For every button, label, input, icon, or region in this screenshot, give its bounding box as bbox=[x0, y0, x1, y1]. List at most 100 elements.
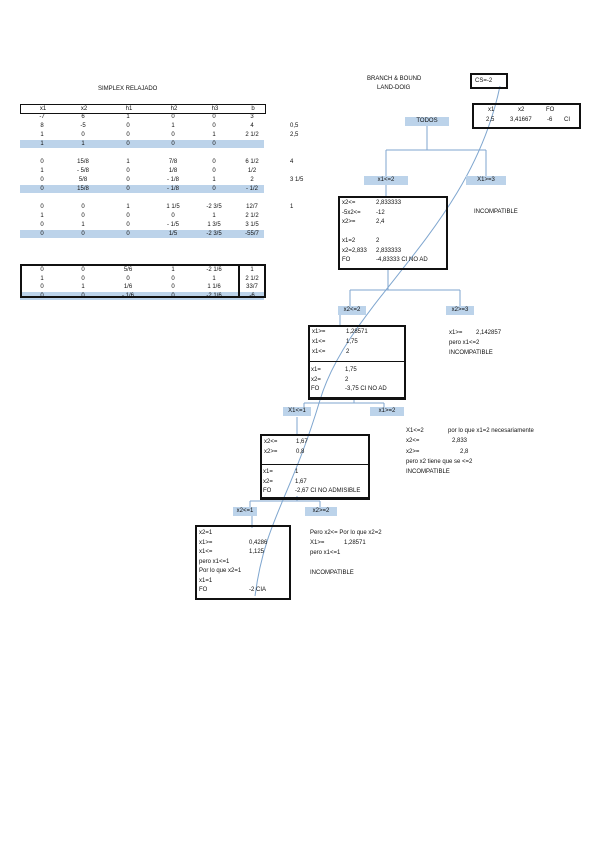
node-value: -12 bbox=[376, 209, 385, 216]
final-cell: 33/7 bbox=[246, 284, 258, 290]
tag-x2-le-2: x2<=2 bbox=[338, 306, 366, 315]
simplex-cell: 1/2 bbox=[247, 168, 257, 174]
note2-line1b: 2,142857 bbox=[476, 330, 502, 336]
simplex-cell: 0 bbox=[81, 204, 85, 210]
simplex-cell: - 1/8 bbox=[166, 186, 179, 192]
col-header-h3: h3 bbox=[211, 106, 219, 112]
root-value-x2: 3,41667 bbox=[510, 117, 532, 123]
col-header-x1: x1 bbox=[39, 106, 47, 112]
simplex-cell: 0 bbox=[126, 213, 130, 219]
simplex-cell: 1 bbox=[81, 222, 85, 228]
simplex-cell: 1 bbox=[40, 132, 44, 138]
simplex-cell: 1 1/5 bbox=[166, 204, 180, 210]
final-cell: 0 bbox=[171, 292, 175, 299]
simplex-cell: 0 bbox=[126, 168, 130, 174]
node-label: x1=1 bbox=[199, 577, 213, 584]
simplex-cell: 8 bbox=[40, 123, 44, 129]
simplex-cell: 1 bbox=[171, 123, 175, 129]
node-label: x2>= bbox=[342, 219, 356, 225]
simplex-cell: 6 1/2 bbox=[245, 159, 259, 165]
note3-line2b: 2,833 bbox=[452, 438, 468, 444]
final-cell: 0 bbox=[126, 275, 130, 282]
node-label: x2= bbox=[263, 478, 273, 485]
simplex-cell: 12/7 bbox=[246, 204, 258, 210]
col-header-h2: h2 bbox=[170, 106, 178, 112]
root-header-x2: x2 bbox=[518, 107, 525, 113]
node-label: -5x2<= bbox=[342, 209, 361, 216]
note3-line5: INCOMPATIBLE bbox=[406, 469, 450, 475]
root-header-fo: FO bbox=[546, 107, 555, 113]
simplex-cell: 0 bbox=[212, 168, 216, 174]
final-cell: 1 bbox=[212, 275, 216, 282]
final-cell: -6 bbox=[249, 292, 255, 299]
node-label: FO bbox=[199, 587, 208, 593]
simplex-cell: 0 bbox=[171, 213, 175, 219]
node-value: 2 bbox=[376, 238, 380, 244]
node-value: 2 bbox=[345, 376, 349, 383]
simplex-cell: 2 1/2 bbox=[245, 132, 259, 138]
note2-line3: INCOMPATIBLE bbox=[449, 350, 493, 356]
tag-x1-ge-2: x1>=2 bbox=[370, 407, 404, 416]
simplex-cell: 0 bbox=[81, 213, 85, 219]
simplex-cell: 0 bbox=[81, 231, 85, 237]
node-label: x2= bbox=[311, 376, 321, 383]
simplex-cell: 0 bbox=[212, 114, 216, 120]
ratio-value: 4 bbox=[290, 159, 294, 165]
node-label: x2<= bbox=[342, 200, 356, 206]
simplex-cell: 0 bbox=[212, 123, 216, 129]
simplex-cell: 5/8 bbox=[78, 177, 88, 183]
simplex-row bbox=[20, 194, 264, 202]
root-solution-box: x1 x2 FO 2,5 3,41667 -6 CI bbox=[472, 103, 581, 129]
simplex-cell: 0 bbox=[171, 132, 175, 138]
simplex-row bbox=[20, 149, 264, 157]
simplex-cell: -2 3/5 bbox=[206, 204, 222, 210]
simplex-cell: 4 bbox=[250, 123, 254, 129]
final-cell: 0 bbox=[81, 267, 85, 273]
note4-line3: pero x1<=1 bbox=[310, 550, 341, 556]
root-header-x1: x1 bbox=[488, 107, 495, 113]
simplex-cell: 0 bbox=[40, 177, 44, 183]
final-cell: 0 bbox=[40, 267, 44, 273]
node-value: 1,75 bbox=[346, 339, 358, 345]
simplex-cell: 1/5 bbox=[168, 231, 178, 237]
simplex-cell: -7 bbox=[39, 114, 45, 120]
simplex-cell: 1 bbox=[40, 213, 44, 219]
tag-x2-le-1: x2<=1 bbox=[233, 507, 257, 516]
simplex-cell: - 1/5 bbox=[166, 222, 179, 228]
tag-x2-ge-2: x2>=2 bbox=[305, 507, 337, 516]
node-label: pero x1<=1 bbox=[199, 558, 230, 565]
node-value: 1,67 bbox=[295, 478, 307, 485]
final-b-column-box bbox=[238, 264, 266, 298]
tag-x1-ge-3: X1>=3 bbox=[466, 176, 506, 185]
final-cell: 5/6 bbox=[123, 267, 133, 273]
simplex-cell: - 5/8 bbox=[76, 168, 89, 174]
ratio-value: 1 bbox=[290, 204, 294, 210]
simplex-cell: 1 bbox=[212, 132, 216, 138]
simplex-cell: 0 bbox=[212, 186, 216, 192]
node-value: 1,67 bbox=[296, 439, 308, 445]
simplex-cell: 0 bbox=[212, 141, 216, 147]
final-cell: -2 1/6 bbox=[206, 267, 222, 273]
node-value: 2,833333 bbox=[376, 247, 402, 254]
simplex-cell: 1 bbox=[212, 213, 216, 219]
final-cell: 2 1/2 bbox=[245, 275, 259, 282]
simplex-cell: 1 bbox=[81, 141, 85, 147]
node-label: FO bbox=[263, 488, 272, 494]
node-value: -2,67 CI NO ADMISIBLE bbox=[295, 488, 361, 494]
note3-line3a: x2>= bbox=[406, 449, 420, 455]
node-label: FO bbox=[311, 386, 320, 392]
simplex-cell: 15/8 bbox=[77, 186, 89, 192]
root-value-fo: -6 bbox=[547, 117, 553, 123]
cs-box: CS=-2 bbox=[470, 73, 508, 89]
node-label: x2=1 bbox=[199, 530, 213, 536]
